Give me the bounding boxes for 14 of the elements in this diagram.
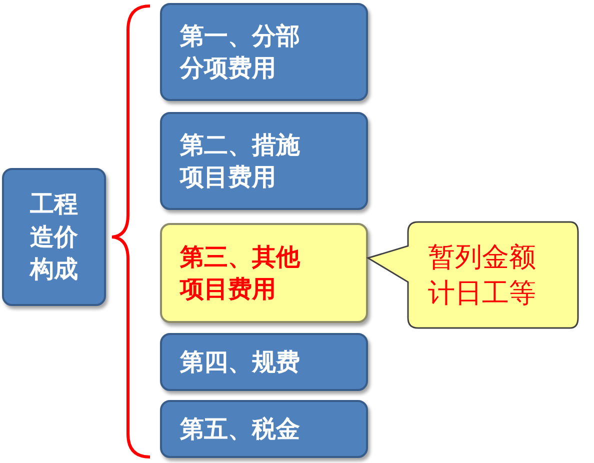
box-label: 第一、分部分项费用 — [180, 20, 301, 84]
callout-bubble — [366, 220, 582, 332]
box-label: 第三、其他项目费用 — [180, 242, 302, 305]
process-box — [160, 3, 368, 101]
callout-text: 暂列金额计日工等 — [428, 240, 537, 311]
process-box — [160, 112, 368, 210]
box-label: 第二、措施项目费用 — [180, 130, 301, 193]
box-label: 第五、税金 — [180, 414, 301, 445]
process-box — [160, 333, 368, 391]
box-label: 工程造价构成 — [28, 189, 79, 286]
highlighted-box — [160, 223, 368, 323]
category-box — [2, 168, 106, 306]
box-label: 第四、规费 — [180, 346, 301, 378]
process-box — [160, 400, 368, 458]
